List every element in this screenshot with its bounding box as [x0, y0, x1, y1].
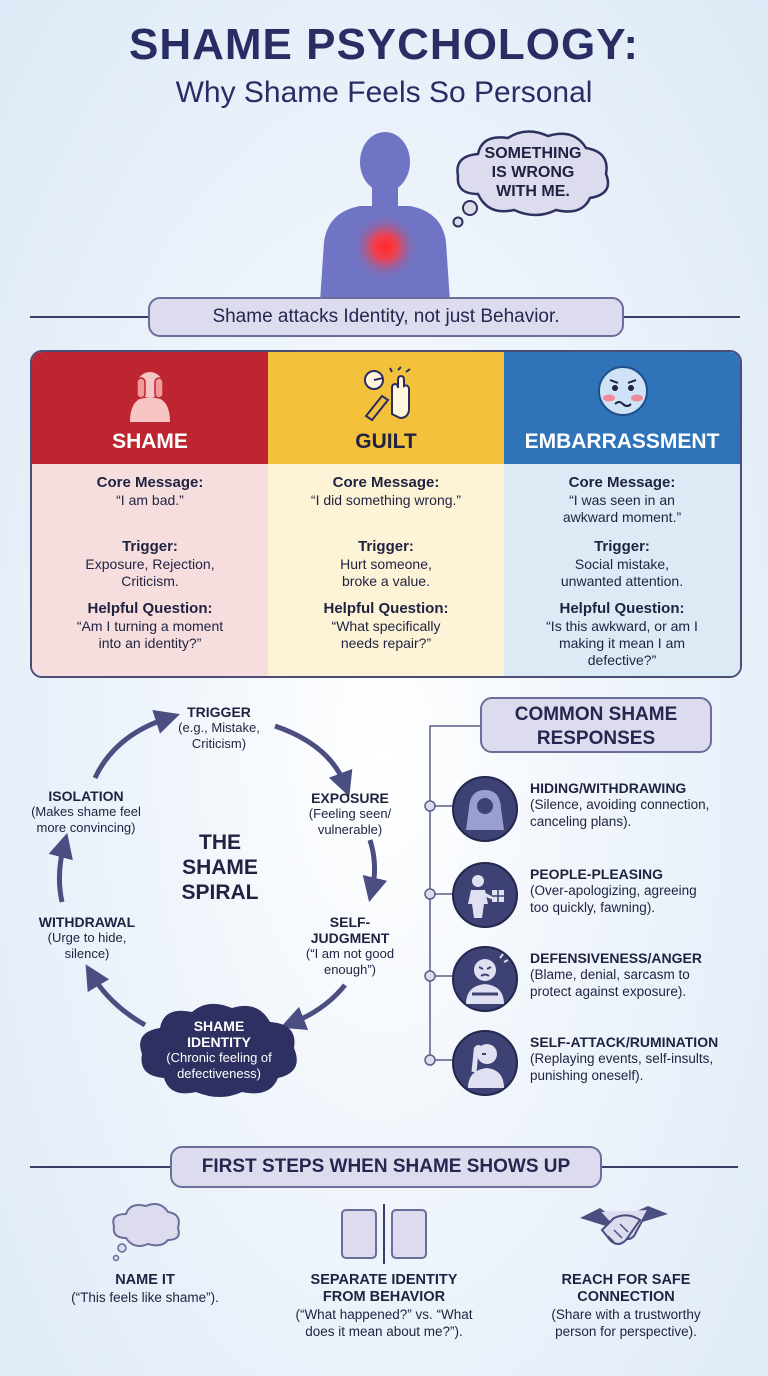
comparison-table: SHAME Core Message: “I am bad.” Trigger:… [30, 350, 742, 678]
responses-title: COMMON SHAME RESPONSES [480, 697, 712, 753]
spiral-exposure: EXPOSURE (Feeling seen/ vulnerable) [308, 790, 392, 837]
question-label: Helpful Question: [323, 600, 449, 617]
core-label: Core Message: [96, 474, 204, 491]
question-label: Helpful Question: [87, 600, 213, 617]
core-label: Core Message: [568, 474, 676, 491]
thought-bubble-icon [452, 130, 610, 228]
gift-giving-icon [452, 862, 518, 928]
core-label: Core Message: [332, 474, 440, 491]
response-hiding: HIDING/WITHDRAWING (Silence, avoiding co… [530, 780, 710, 829]
embarrassment-header: EMBARRASSMENT [504, 352, 740, 464]
head-in-hand-icon [452, 1030, 518, 1096]
step-reach-connection: REACH FOR SAFE CONNECTION (Share with a … [551, 1272, 701, 1339]
divider-left-2 [30, 1166, 170, 1168]
guilt-body: Core Message: “I did something wrong.” T… [268, 464, 504, 676]
hooded-figure-icon [452, 776, 518, 842]
trigger-label: Trigger: [594, 538, 650, 555]
arrow-withdrawal-isolation [48, 832, 73, 903]
arrow-trigger-exposure [274, 723, 353, 797]
person-silhouette-icon [320, 132, 450, 302]
arrow-exposure-judgment [362, 839, 388, 903]
spiral-self-judgment: SELF- JUDGMENT (“I am not good enough”) [305, 914, 395, 977]
guilt-title: GUILT [355, 430, 417, 453]
divider-left [30, 316, 148, 318]
response-people-pleasing: PEOPLE-PLEASING (Over-apologizing, agree… [530, 866, 697, 915]
divider-right [622, 316, 740, 318]
spiral-withdrawal: WITHDRAWAL (Urge to hide, silence) [38, 914, 136, 961]
divided-panels-icon [341, 1204, 427, 1264]
trigger-text: Exposure, Rejection,Criticism. [85, 556, 215, 589]
shame-title: SHAME [112, 430, 188, 453]
spiral-trigger: TRIGGER (e.g., Mistake, Criticism) [178, 704, 260, 751]
shame-body: Core Message: “I am bad.” Trigger: Expos… [32, 464, 268, 676]
response-self-attack: SELF-ATTACK/RUMINATION (Replaying events… [530, 1034, 719, 1083]
handshake-icon [580, 1206, 668, 1245]
core-message: “I am bad.” [116, 492, 184, 508]
flustered-face-icon [598, 366, 648, 416]
guilt-header: GUILT [268, 352, 504, 464]
spiral-center-title: THE SHAME SPIRAL [181, 831, 259, 904]
column-shame: SHAME Core Message: “I am bad.” Trigger:… [32, 352, 268, 676]
thought-cloud-icon [112, 1203, 180, 1262]
divider-right-2 [598, 1166, 738, 1168]
arrow-judgment-identity [280, 983, 347, 1031]
shame-identity-cloud [140, 1003, 297, 1097]
page-subtitle: Why Shame Feels So Personal [175, 76, 593, 109]
spiral-arrows [48, 709, 388, 1031]
responses-connector [424, 725, 480, 1066]
column-guilt: GUILT Core Message: “I did something wro… [268, 352, 504, 676]
broken-object-hand-icon [364, 366, 411, 422]
trigger-text: Social mistake,unwanted attention. [560, 556, 684, 589]
embarrassment-title: EMBARRASSMENT [524, 430, 720, 453]
angry-crossed-arms-icon [452, 946, 518, 1012]
thought-text: SOMETHING IS WRONG WITH ME. [484, 145, 582, 200]
shame-header: SHAME [32, 352, 268, 464]
spiral-shame-identity: SHAME IDENTITY (Chronic feeling of defec… [166, 1018, 272, 1081]
arrow-identity-withdrawal [85, 964, 147, 1028]
step-separate-identity: SEPARATE IDENTITY FROM BEHAVIOR (“What h… [295, 1272, 473, 1339]
banner: Shame attacks Identity, not just Behavio… [148, 297, 624, 337]
arrow-isolation-trigger [92, 709, 180, 780]
column-embarrassment: EMBARRASSMENT Core Message: “I was seen … [504, 352, 740, 676]
core-message: “I did something wrong.” [310, 492, 462, 508]
step-name-it: NAME IT (“This feels like shame”). [71, 1272, 219, 1305]
trigger-label: Trigger: [358, 538, 414, 555]
spiral-isolation: ISOLATION (Makes shame feel more convinc… [31, 788, 141, 835]
face-in-hands-icon [130, 372, 170, 422]
response-defensiveness: DEFENSIVENESS/ANGER (Blame, denial, sarc… [530, 950, 702, 999]
page-title: SHAME PSYCHOLOGY: [128, 20, 639, 69]
question-label: Helpful Question: [559, 600, 685, 617]
trigger-label: Trigger: [122, 538, 178, 555]
steps-title: FIRST STEPS WHEN SHAME SHOWS UP [170, 1146, 602, 1188]
trigger-text: Hurt someone,broke a value. [340, 556, 432, 589]
